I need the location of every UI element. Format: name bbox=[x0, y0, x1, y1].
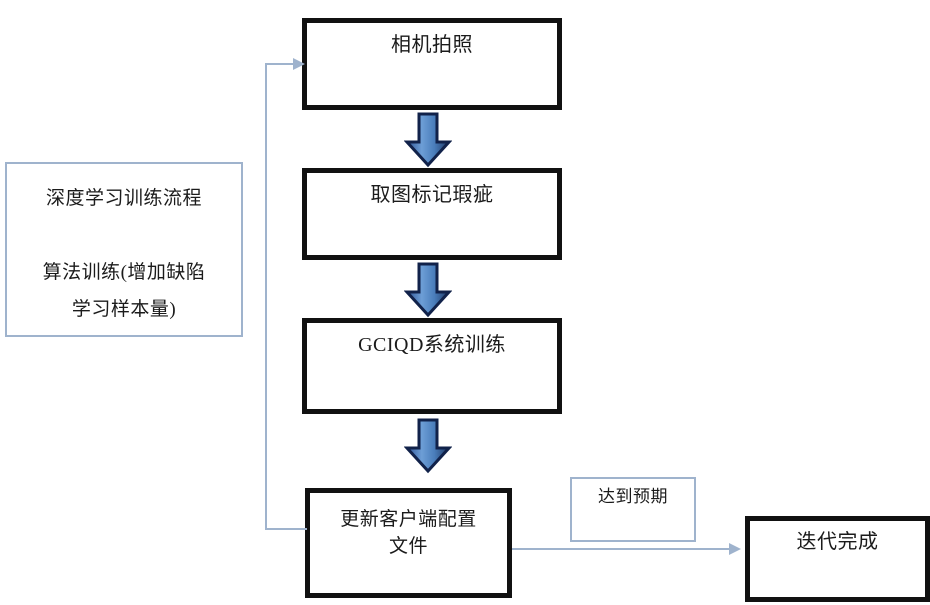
output-line-segment bbox=[512, 548, 734, 550]
node-camera-capture-label: 相机拍照 bbox=[391, 34, 473, 56]
node-gciqd-system-training[interactable]: GCIQD系统训练 bbox=[302, 318, 562, 414]
side-panel-label: 深度学习训练流程 算法训练(增加缺陷 学习样本量) bbox=[42, 188, 206, 321]
node-mark-defects-label: 取图标记瑕疵 bbox=[370, 184, 494, 206]
feedback-line-vertical-segment bbox=[265, 63, 267, 530]
node-update-client-config-label: 更新客户端配置 文件 bbox=[340, 509, 477, 557]
node-update-client-config[interactable]: 更新客户端配置 文件 bbox=[305, 488, 512, 598]
block-arrow-down-icon bbox=[404, 112, 452, 168]
side-panel-description[interactable]: 深度学习训练流程 算法训练(增加缺陷 学习样本量) bbox=[5, 162, 243, 337]
node-mark-defects[interactable]: 取图标记瑕疵 bbox=[302, 168, 562, 260]
block-arrow-down-icon bbox=[404, 262, 452, 318]
feedback-line-top-segment bbox=[265, 63, 297, 65]
node-iteration-complete-label: 迭代完成 bbox=[796, 531, 879, 553]
node-meets-expectation[interactable]: 达到预期 bbox=[570, 477, 696, 542]
node-camera-capture[interactable]: 相机拍照 bbox=[302, 18, 562, 110]
block-arrow-down-icon bbox=[404, 418, 452, 474]
feedback-arrowhead-icon bbox=[293, 58, 305, 70]
feedback-line-bottom-segment bbox=[265, 528, 307, 530]
node-iteration-complete[interactable]: 迭代完成 bbox=[745, 516, 930, 602]
output-arrowhead-icon bbox=[729, 543, 741, 555]
node-meets-expectation-label: 达到预期 bbox=[598, 487, 668, 506]
node-gciqd-system-training-label: GCIQD系统训练 bbox=[358, 334, 506, 356]
